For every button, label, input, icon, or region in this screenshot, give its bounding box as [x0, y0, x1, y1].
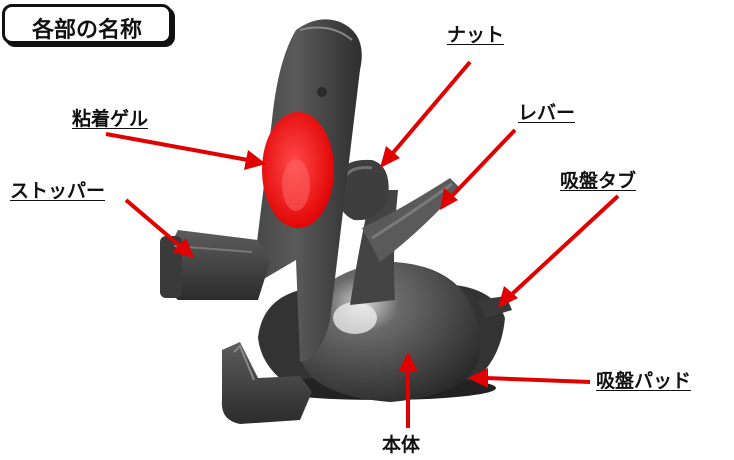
arrow-suction-tab [498, 194, 620, 308]
nut [337, 159, 389, 221]
arrow-nut [380, 60, 472, 168]
arrow-gel [105, 132, 266, 170]
label-suction-pad: 吸盤パッド [596, 370, 692, 392]
label-lever: レバー [518, 102, 576, 124]
diagram-title: 各部の名称 [31, 18, 142, 43]
title-box: 各部の名称 [2, 4, 172, 44]
pointer-arrows [105, 60, 620, 428]
arrow-body [398, 352, 418, 428]
label-body: 本体 [382, 434, 421, 456]
label-stopper: ストッパー [10, 180, 106, 202]
arrow-stopper [124, 198, 194, 258]
dome-body [300, 262, 480, 402]
label-nut: ナット [447, 24, 505, 46]
label-suction-tab: 吸盤タブ [560, 170, 637, 192]
arrow-lever [440, 128, 517, 210]
lever [362, 178, 460, 262]
arrow-suction-pad [468, 368, 591, 388]
label-adhesive-gel: 粘着ゲル [72, 108, 149, 130]
bottom-hook [221, 342, 312, 424]
dome-highlight [333, 302, 377, 334]
